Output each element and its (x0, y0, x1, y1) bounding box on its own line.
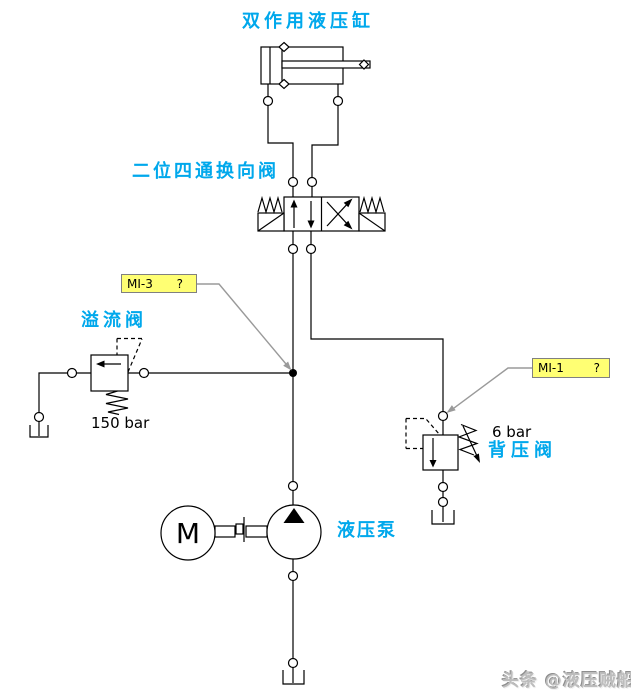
piston-rod (281, 60, 371, 69)
measurement-tag-mi3[interactable]: MI-3 ? (121, 274, 197, 293)
pipe-valve-t-to-backpressure (310, 231, 444, 435)
motor-symbol[interactable]: M (160, 505, 216, 561)
tag-value: ? (593, 361, 600, 375)
tank-symbol-left (29, 425, 49, 438)
mi1-leader-arrow (446, 367, 532, 413)
back-pressure-valve-symbol[interactable] (405, 417, 480, 471)
watermark: 头条 @液压贼船 (502, 671, 631, 691)
spring (105, 390, 129, 416)
relief-valve-pressure-value: 150 bar (91, 414, 150, 432)
solenoid-left[interactable] (257, 212, 285, 232)
pump-flow-triangle (283, 508, 305, 523)
junction-node (289, 369, 297, 377)
coupling-shaft (214, 517, 268, 542)
connection-nodes (33, 95, 449, 669)
pump-label: 液压泵 (337, 520, 397, 541)
back-pressure-valve-pressure-value: 6 bar (492, 423, 532, 441)
pipe-relief-left-to-tank (38, 372, 91, 436)
spring (457, 423, 479, 456)
back-pressure-valve-label: 背压阀 (488, 440, 557, 461)
measurement-tag-mi1[interactable]: MI-1 ? (532, 358, 610, 378)
adjustment-arrow (462, 425, 478, 457)
pipe-lines (38, 84, 444, 683)
pipe-cylinder-left-to-valve-a (267, 84, 294, 197)
tag-id: MI-1 (538, 361, 564, 375)
pilot-line (116, 337, 143, 373)
directional-valve-label: 二位四通换向阀 (132, 161, 279, 182)
directional-valve-symbol[interactable] (257, 195, 386, 232)
spring-left (257, 195, 283, 215)
mi3-leader-arrow (197, 283, 292, 371)
cylinder-symbol[interactable] (260, 41, 371, 90)
marker-diamond (278, 41, 290, 53)
pump-symbol[interactable] (266, 504, 322, 560)
marker-diamond (358, 59, 370, 70)
cylinder-label: 双作用液压缸 (242, 11, 374, 32)
spring-right (359, 195, 385, 215)
solenoid-right[interactable] (358, 212, 386, 232)
tank-symbol-main (282, 670, 305, 685)
relief-valve-label: 溢流阀 (81, 310, 147, 331)
marker-diamond (278, 78, 290, 90)
pipe-cylinder-right-to-valve-b (311, 84, 339, 197)
pilot-line (405, 417, 440, 450)
relief-valve-symbol[interactable] (90, 337, 143, 416)
motor-letter: M (176, 517, 200, 550)
tag-value: ? (176, 276, 183, 291)
tank-symbol-backpressure (431, 510, 455, 525)
tag-id: MI-3 (127, 276, 153, 291)
